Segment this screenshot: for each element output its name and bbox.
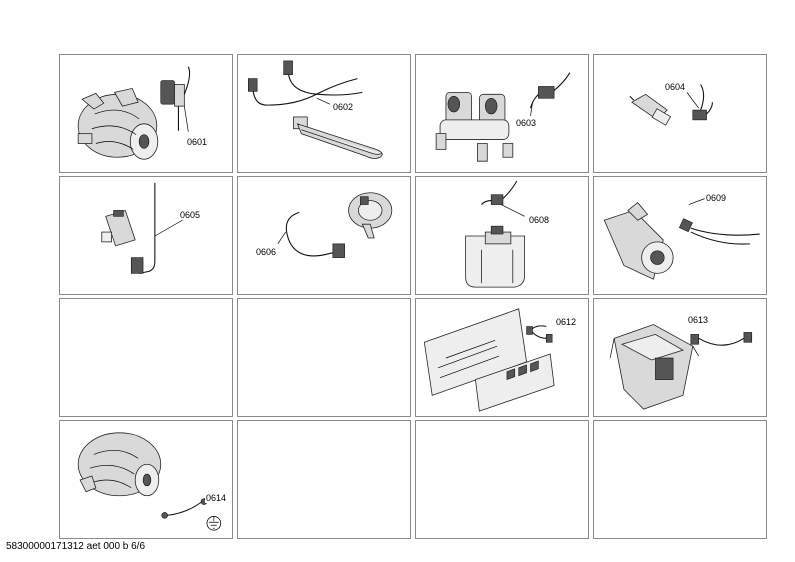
filter-illustration bbox=[465, 180, 526, 288]
panel-0605: 0605 bbox=[59, 176, 233, 295]
part-number-label: 0614 bbox=[205, 493, 228, 503]
heating-element-illustration bbox=[247, 60, 383, 159]
panel-0602: 0602 bbox=[237, 54, 411, 173]
part-number-label: 0609 bbox=[705, 193, 728, 203]
panel-0613: 0613 bbox=[593, 298, 767, 417]
brush-part bbox=[160, 66, 191, 131]
panel-0608: 0608 bbox=[415, 176, 589, 295]
pressure-switch-illustration bbox=[277, 192, 393, 258]
panel-empty bbox=[593, 420, 767, 539]
valve-part bbox=[435, 91, 514, 162]
part-number-label: 0606 bbox=[255, 247, 278, 257]
detergent-dispenser-illustration bbox=[609, 324, 753, 410]
ground-wire-part bbox=[161, 498, 208, 519]
wire-part bbox=[526, 325, 553, 343]
part-number-label: 0608 bbox=[528, 215, 551, 225]
panel-0603: 0603 bbox=[415, 54, 589, 173]
panel-empty bbox=[59, 298, 233, 417]
panel-0612: 0612 bbox=[415, 298, 589, 417]
panel-empty bbox=[237, 298, 411, 417]
part-number-label: 0602 bbox=[332, 102, 355, 112]
pressure-switch-part bbox=[348, 192, 393, 239]
drain-pump-illustration bbox=[603, 198, 760, 280]
part-number-label: 0604 bbox=[664, 82, 687, 92]
panel-empty bbox=[415, 420, 589, 539]
motor-ground-illustration bbox=[77, 432, 222, 531]
dispenser-part bbox=[609, 324, 699, 410]
connector-part bbox=[480, 180, 518, 205]
motor-illustration bbox=[77, 66, 191, 160]
wire-part bbox=[678, 218, 760, 245]
part-number-label: 0613 bbox=[687, 315, 710, 325]
connector-part bbox=[247, 60, 363, 106]
part-number-label: 0605 bbox=[179, 210, 202, 220]
sensor-illustration bbox=[629, 84, 713, 126]
document-footer: 58300000171312 aet 000 b 6/6 bbox=[6, 541, 146, 552]
harness-part bbox=[529, 72, 571, 109]
valve-illustration bbox=[435, 72, 571, 162]
panel-0609: 0609 bbox=[593, 176, 767, 295]
panel-0601: 0601 bbox=[59, 54, 233, 173]
panel-0604: 0604 bbox=[593, 54, 767, 173]
drain-pump-part bbox=[603, 202, 674, 280]
ground-symbol-icon bbox=[206, 515, 222, 531]
part-number-label: 0603 bbox=[515, 118, 538, 128]
part-number-label: 0601 bbox=[186, 137, 209, 147]
filter-part bbox=[465, 225, 526, 288]
connector-part bbox=[692, 84, 713, 121]
panel-0614: 0614 bbox=[59, 420, 233, 539]
door-lock-part bbox=[101, 209, 136, 247]
wire-part bbox=[690, 332, 753, 346]
control-board-illustration bbox=[423, 308, 555, 412]
panel-0606: 0606 bbox=[237, 176, 411, 295]
part-number-label: 0612 bbox=[555, 317, 578, 327]
motor-part bbox=[77, 432, 162, 497]
door-lock-illustration bbox=[101, 182, 183, 274]
wire-part bbox=[285, 211, 345, 258]
motor-part bbox=[77, 87, 159, 160]
sensor-part bbox=[629, 93, 672, 126]
wire-part bbox=[130, 182, 156, 274]
control-board-part bbox=[423, 308, 555, 412]
heater-part bbox=[293, 116, 383, 159]
panel-empty bbox=[237, 420, 411, 539]
